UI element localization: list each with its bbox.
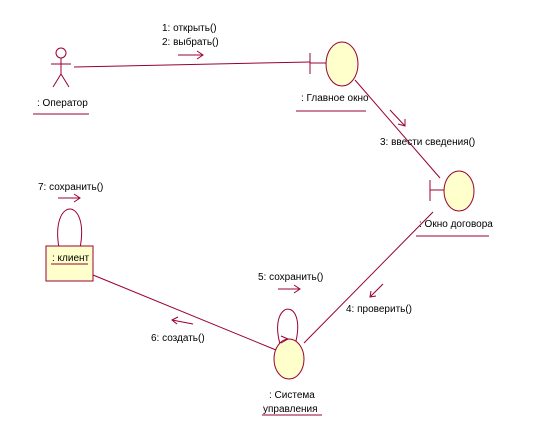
client-label: : клиент — [52, 253, 90, 264]
boundary-icon — [429, 170, 475, 212]
arrow-m4 — [369, 283, 384, 298]
link-operator-main-window — [73, 61, 311, 68]
main-window-label: : Главное окно — [301, 93, 369, 104]
actor-icon — [51, 47, 71, 88]
arrow-m7 — [58, 193, 81, 203]
boundary-main-window[interactable] — [296, 41, 366, 112]
arrow-m5 — [278, 284, 301, 294]
boundary-icon — [309, 41, 359, 87]
boundary-contract-window[interactable] — [416, 170, 489, 237]
control-system-label-line1: : Система — [269, 390, 315, 401]
arrow-m6 — [171, 316, 194, 325]
message-arrows — [58, 50, 406, 325]
object-client[interactable] — [45, 245, 94, 282]
self-link-control — [277, 308, 299, 345]
operator-label: : Оператор — [37, 98, 88, 109]
message-label-2: 2: выбрать() — [162, 36, 219, 48]
link-client-control — [92, 274, 277, 351]
message-label-7: 7: сохранить() — [38, 182, 103, 193]
self-link-client — [57, 208, 82, 249]
message-label-5: 5: сохранить() — [258, 272, 323, 283]
control-icon — [273, 335, 305, 380]
contract-window-label: : Окно договора — [419, 219, 493, 230]
arrow-m3 — [389, 109, 406, 127]
control-system-label-line2: управления — [263, 404, 318, 415]
message-label-1: 1: открыть() — [162, 23, 217, 34]
message-label-4: 4: проверить() — [346, 304, 412, 315]
actor-operator[interactable] — [33, 47, 89, 115]
link-main-window-contract-window — [354, 79, 441, 179]
message-label-6: 6: создать() — [151, 333, 205, 344]
arrow-m1-m2 — [178, 50, 204, 60]
control-system[interactable] — [262, 335, 322, 416]
links — [57, 61, 441, 351]
link-contract-window-control — [303, 211, 434, 344]
message-label-3: 3: ввести сведения() — [380, 137, 475, 148]
